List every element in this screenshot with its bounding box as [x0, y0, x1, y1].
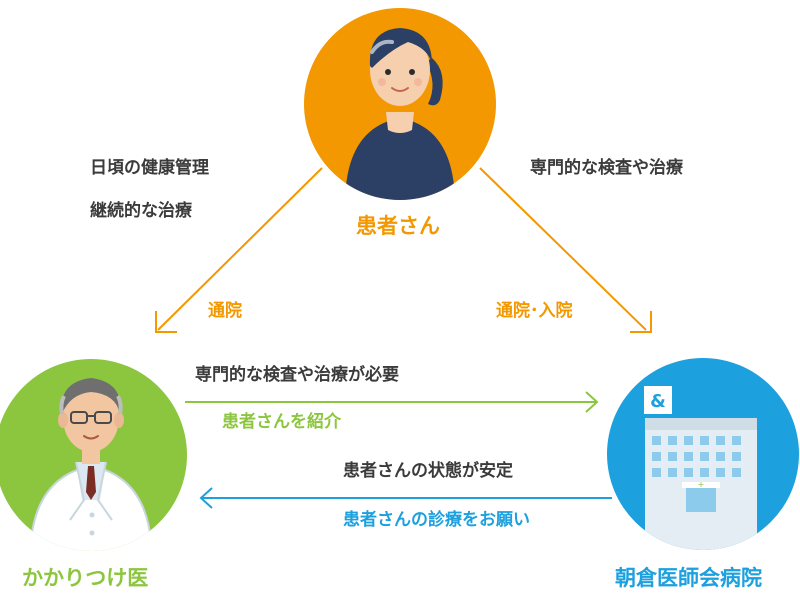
note-specialized-exam: 専門的な検査や治療	[530, 158, 683, 178]
building-window	[652, 436, 661, 445]
referral-action: 患者さんを紹介	[222, 412, 341, 432]
building-window	[684, 436, 693, 445]
building-window	[732, 468, 741, 477]
patient-label: 患者さん	[356, 214, 440, 238]
hospital-node: & +	[607, 358, 799, 550]
hospital-building-illustration: & +	[644, 386, 757, 550]
note-continuous-treatment: 継続的な治療	[90, 201, 192, 221]
patient-to-doctor-arrow	[155, 167, 323, 333]
hospital-logo-icon	[644, 386, 672, 414]
building-window	[732, 452, 741, 461]
svg-text:&: &	[650, 391, 666, 412]
building-window	[716, 436, 725, 445]
building-window	[700, 436, 709, 445]
return-arrow	[199, 487, 612, 509]
return-action: 患者さんの診療をお願い	[343, 510, 530, 530]
building-window	[652, 468, 661, 477]
building-window	[668, 436, 677, 445]
note-daily-health: 日頃の健康管理	[90, 158, 209, 178]
hospital-label: 朝倉医師会病院	[615, 566, 762, 590]
glasses-icon	[70, 411, 112, 424]
building-window	[684, 468, 693, 477]
building-window	[668, 468, 677, 477]
referral-reason: 専門的な検査や治療が必要	[195, 365, 399, 385]
building-window	[716, 452, 725, 461]
patient-to-hospital-arrow	[479, 167, 652, 333]
building-window	[732, 436, 741, 445]
patient-node	[304, 8, 496, 200]
building-window	[716, 468, 725, 477]
svg-text:+: +	[698, 480, 705, 489]
family-doctor-node	[0, 359, 187, 551]
return-reason: 患者さんの状態が安定	[343, 461, 513, 481]
family-doctor-label: かかりつけ医	[22, 566, 149, 590]
visit-left-label: 通院	[208, 301, 242, 321]
referral-arrow	[185, 391, 599, 413]
building-window	[700, 468, 709, 477]
visit-right-label: 通院･入院	[496, 301, 573, 321]
doctor-illustration	[29, 378, 153, 551]
building-window	[668, 452, 677, 461]
building-window	[652, 452, 661, 461]
building-window	[684, 452, 693, 461]
patient-illustration	[345, 28, 455, 200]
building-window	[700, 452, 709, 461]
